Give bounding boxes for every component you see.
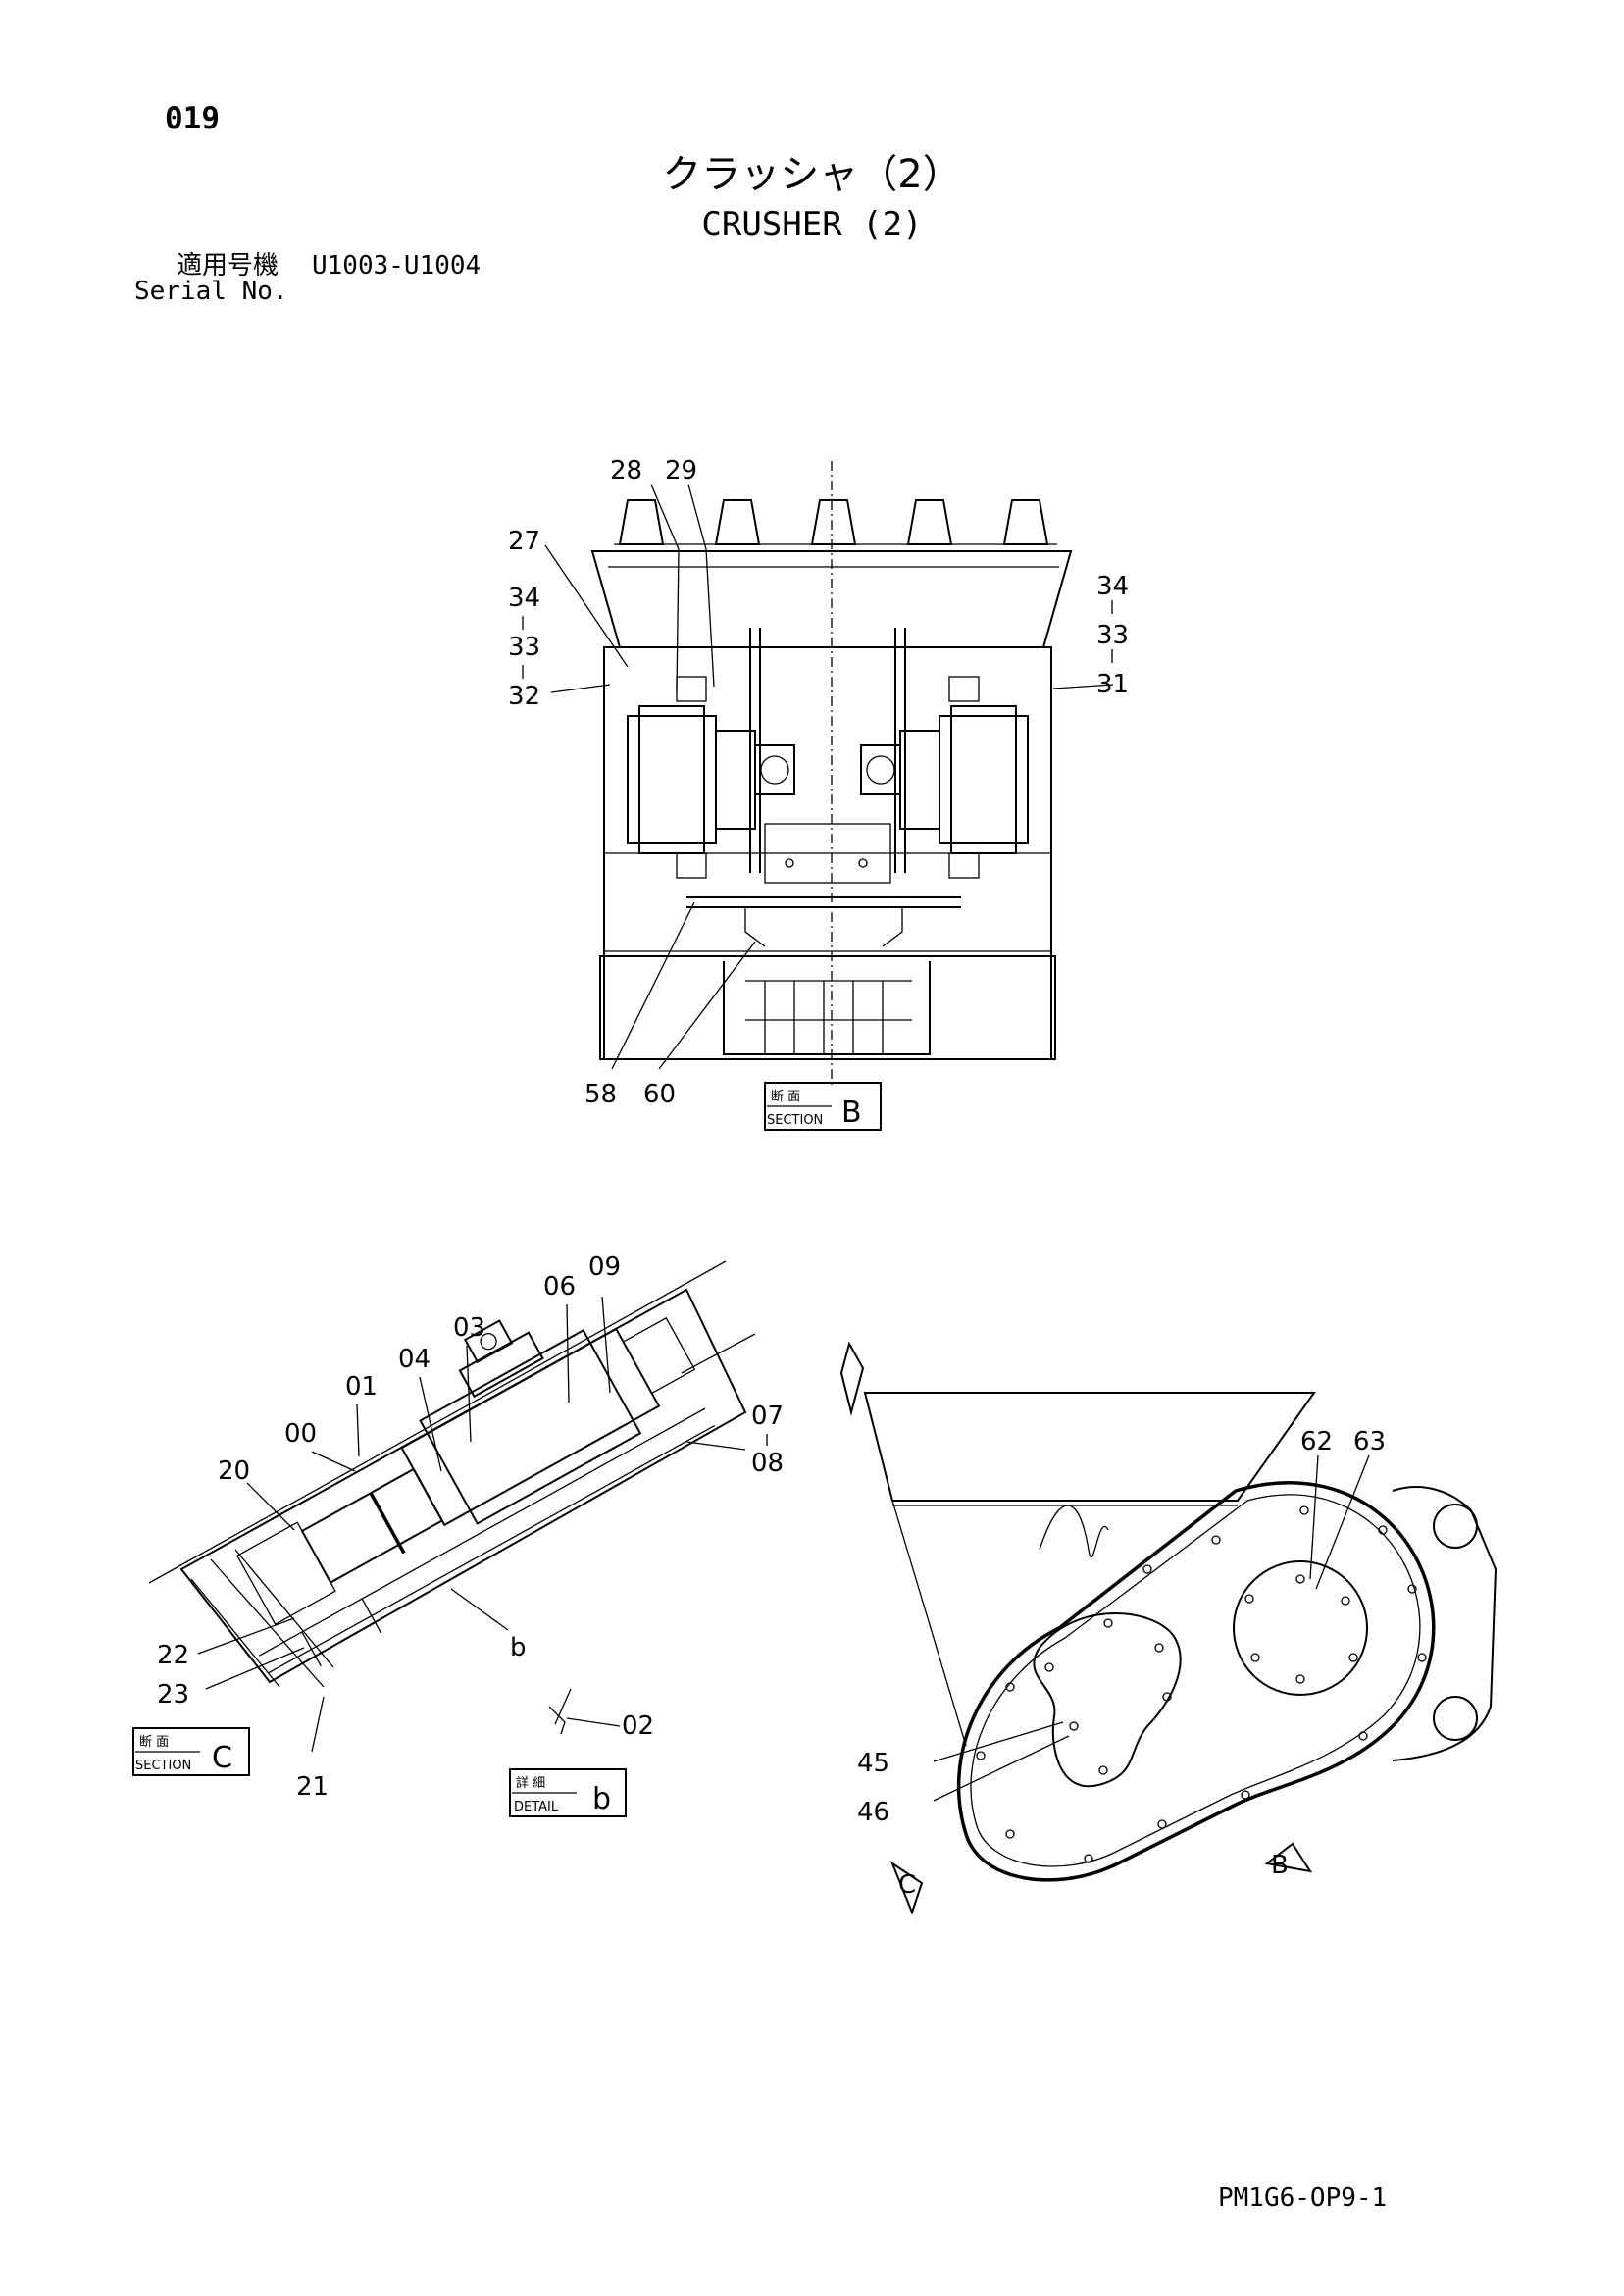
section-c-tag-en: SECTION (135, 1759, 191, 1773)
callout-06: 06 (543, 1272, 576, 1301)
document-id: PM1G6-OP9-1 (1218, 2183, 1388, 2213)
arrow-c-label: C (898, 1870, 916, 1900)
callout-58: 58 (584, 1080, 617, 1109)
callout-21: 21 (296, 1772, 329, 1802)
section-c-tag-jp: 断 面 (139, 1735, 169, 1750)
callout-33-right: 33 (1096, 621, 1129, 650)
side-view: 62 63 45 46 C B (839, 1341, 1497, 1915)
callout-02: 02 (622, 1711, 654, 1741)
callout-04: 04 (398, 1345, 431, 1374)
serial-range: U1003-U1004 (312, 251, 482, 281)
callout-03: 03 (453, 1313, 485, 1343)
callout-01: 01 (345, 1372, 378, 1402)
callout-28: 28 (610, 456, 642, 485)
callout-33-left: 33 (508, 633, 540, 662)
section-c-view: 06 09 03 04 01 00 07 08 20 22 23 21 b 断 … (132, 1252, 784, 1802)
section-c-tag: 断 面 SECTION C (132, 1727, 250, 1776)
page-title-english: CRUSHER (2) (701, 205, 923, 244)
page-number: 019 (165, 101, 220, 136)
callout-27: 27 (508, 527, 540, 556)
callout-22: 22 (157, 1641, 189, 1670)
detail-b-tag: 詳 細 DETAIL b (509, 1768, 627, 1817)
callout-34-right: 34 (1096, 572, 1129, 601)
detail-b-tag-letter: b (592, 1782, 611, 1816)
callout-08: 08 (751, 1449, 784, 1478)
section-b-tag-en: SECTION (767, 1113, 823, 1128)
callout-34-left: 34 (508, 584, 540, 613)
callout-63: 63 (1353, 1427, 1386, 1456)
section-b-tag-jp: 断 面 (771, 1090, 800, 1104)
section-b-view: 28 29 27 34 33 32 34 33 31 58 60 断 面 SEC… (508, 456, 1129, 1131)
callout-62: 62 (1300, 1427, 1333, 1456)
callout-b: b (510, 1633, 527, 1662)
section-b-tag: 断 面 SECTION B (764, 1082, 882, 1131)
callout-23: 23 (157, 1680, 189, 1709)
page-title-japanese: クラッシャ（2） (662, 152, 962, 197)
arrow-b-label: B (1271, 1851, 1289, 1880)
callout-00: 00 (284, 1419, 317, 1449)
callout-60: 60 (643, 1080, 676, 1109)
callout-09: 09 (588, 1252, 621, 1282)
serial-label-english: Serial No. (134, 277, 288, 306)
callout-32: 32 (508, 682, 540, 711)
callout-07: 07 (751, 1402, 784, 1431)
callout-45: 45 (857, 1749, 889, 1778)
serial-label-japanese: 適用号機 (177, 251, 279, 281)
detail-b-tag-en: DETAIL (514, 1800, 559, 1814)
callout-46: 46 (857, 1798, 889, 1827)
callout-20: 20 (218, 1456, 250, 1486)
section-b-tag-letter: B (841, 1096, 862, 1130)
detail-b-view: 02 詳 細 DETAIL b (509, 1688, 654, 1817)
callout-29: 29 (665, 456, 697, 485)
section-c-tag-letter: C (212, 1741, 232, 1775)
callout-31: 31 (1096, 670, 1129, 699)
detail-b-tag-jp: 詳 細 (516, 1775, 545, 1791)
